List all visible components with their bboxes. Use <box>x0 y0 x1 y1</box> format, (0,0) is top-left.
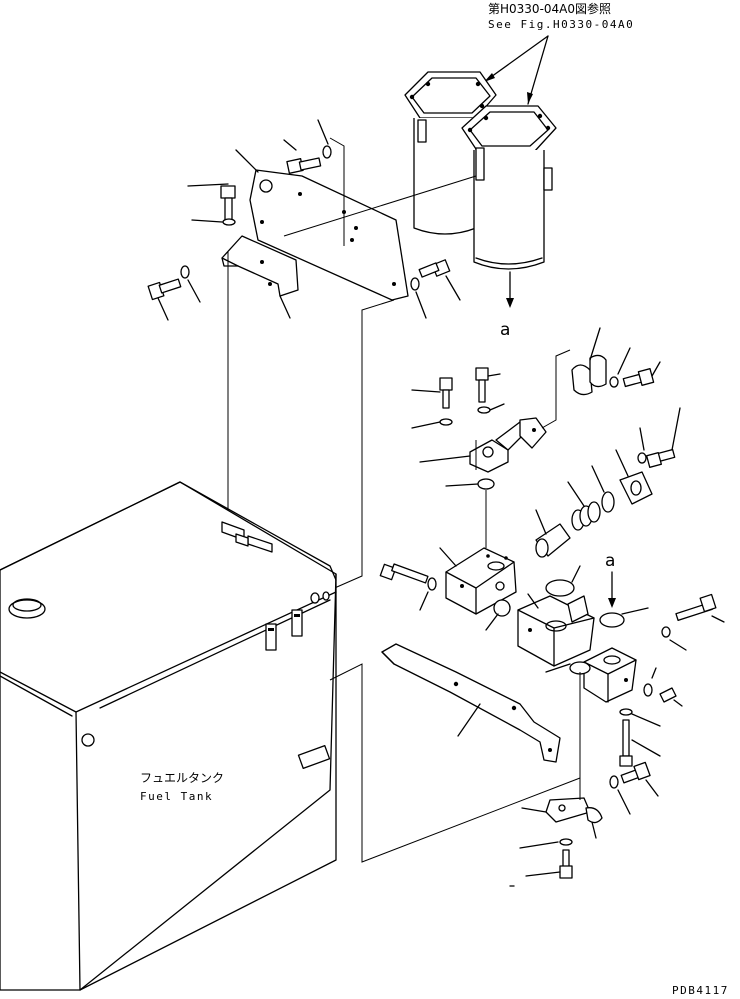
callout-a-top: a <box>500 320 510 340</box>
seal-stack <box>571 501 601 531</box>
reference-en-label: See Fig.H0330-04A0 <box>488 18 634 31</box>
tank-to-block-line <box>329 663 581 863</box>
washer-13 <box>559 838 573 846</box>
washer-10 <box>661 626 671 638</box>
bolt-2 <box>286 157 322 174</box>
elbow-fitting <box>469 417 547 473</box>
callout-a-right-arrow <box>608 598 616 608</box>
washer-11 <box>619 708 633 716</box>
fuel-tank-en-label: Fuel Tank <box>140 790 213 803</box>
bolt-5 <box>439 377 453 409</box>
oring-3 <box>493 599 511 617</box>
washer-1 <box>222 218 236 226</box>
valve-block <box>445 547 517 615</box>
washer-5 <box>439 418 453 426</box>
bolt-12 <box>620 761 651 784</box>
bolt-to-plate-line <box>329 137 345 246</box>
washer-9 <box>427 577 437 591</box>
reference-jp-label: 第H0330-04A0図参照 <box>488 1 611 16</box>
plate-to-tank-line <box>329 299 395 591</box>
filter-canister-front <box>461 105 557 270</box>
washer-12 <box>609 775 619 789</box>
reference-arrow-1 <box>484 73 495 82</box>
oring-5 <box>599 612 625 628</box>
filter-canister-rear <box>404 71 497 235</box>
reference-leader-1 <box>483 35 549 83</box>
reference-arrow-2 <box>527 92 533 104</box>
reference-leader-2 <box>527 35 549 105</box>
drawing-code: PDB4117 <box>672 984 729 997</box>
fuel-tank-jp-label: フュエルタンク <box>140 771 224 785</box>
oring-4 <box>545 579 575 597</box>
washer-4 <box>410 277 420 291</box>
plug-1 <box>643 683 653 697</box>
end-block <box>583 647 637 703</box>
elbow-to-clamp-line <box>541 349 571 429</box>
bolt-4 <box>418 259 451 278</box>
flange-plate <box>619 471 653 505</box>
washer-8 <box>637 452 647 464</box>
washer-6 <box>477 406 491 414</box>
bolt-1 <box>220 185 236 221</box>
washer-7 <box>609 376 619 388</box>
filter-outlet-arrow <box>506 298 514 308</box>
bolt-8 <box>646 448 676 468</box>
split-clamp-lower <box>545 797 603 824</box>
fuel-tank <box>0 481 337 991</box>
callout-a-right: a <box>605 551 615 571</box>
bolt-13 <box>559 849 573 879</box>
washer-3 <box>180 265 190 279</box>
bolt-11 <box>619 719 633 767</box>
bolt-6 <box>475 367 489 403</box>
washer-2 <box>322 145 332 159</box>
plug-2 <box>659 687 677 703</box>
bolt-3 <box>147 278 182 301</box>
support-strap <box>381 643 561 763</box>
split-clamp-upper <box>571 354 607 396</box>
manifold-block <box>517 595 595 667</box>
oring-1 <box>477 478 495 490</box>
adapter-fitting <box>535 523 571 558</box>
bolt-10 <box>675 593 717 622</box>
bolt-7 <box>622 368 655 388</box>
oring-2 <box>601 491 615 513</box>
bolt-9 <box>379 563 429 584</box>
plate-to-filter-line <box>283 175 477 237</box>
